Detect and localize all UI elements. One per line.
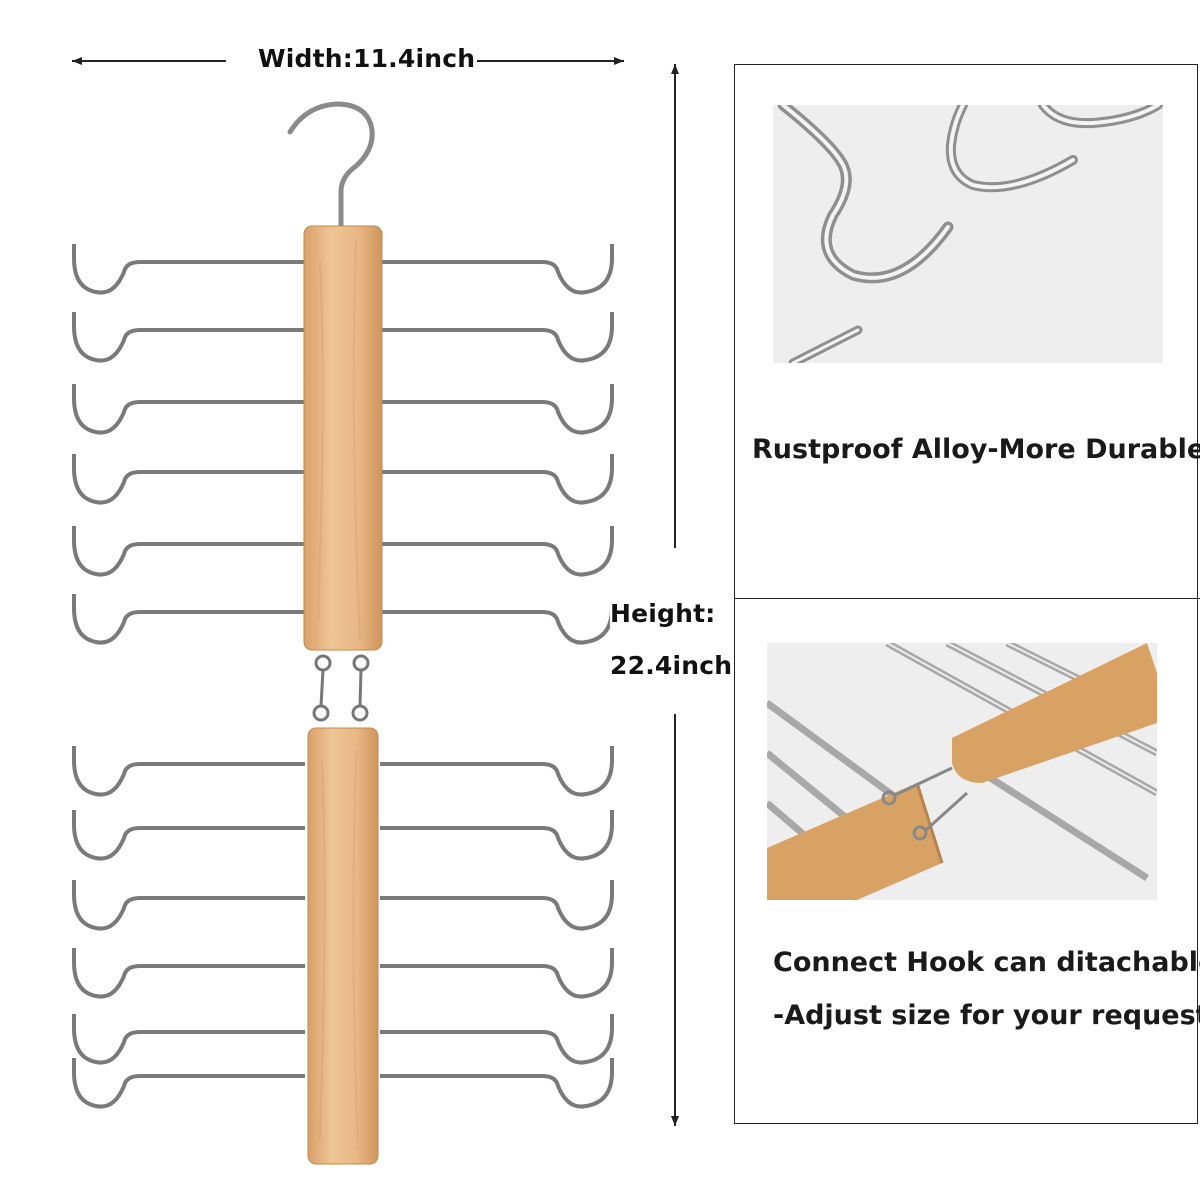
height-label: Height: 22.4inch <box>610 588 733 692</box>
upper-wood-block <box>303 225 383 651</box>
height-label-line-2: 22.4inch <box>610 651 733 680</box>
height-dimension-line <box>671 64 679 1126</box>
feature-caption-detachable: Connect Hook can ditachable <box>773 947 1200 978</box>
hook-shape <box>287 101 375 231</box>
panel-divider <box>734 598 1200 599</box>
feature-caption-adjust: -Adjust size for your request <box>773 1000 1200 1031</box>
connector-links <box>312 654 370 722</box>
feature-caption-durable: Rustproof Alloy-More Durable <box>752 434 1200 465</box>
hanger-illustration <box>72 57 679 1165</box>
connector-photo <box>767 643 1157 900</box>
height-label-line-1: Height: <box>610 599 716 628</box>
lower-wood-block <box>307 727 379 1165</box>
width-label: Width:11.4inch <box>256 44 478 73</box>
alloy-hooks-photo <box>773 105 1163 363</box>
width-dimension-line <box>72 57 624 65</box>
feature-panel <box>734 64 1198 1124</box>
